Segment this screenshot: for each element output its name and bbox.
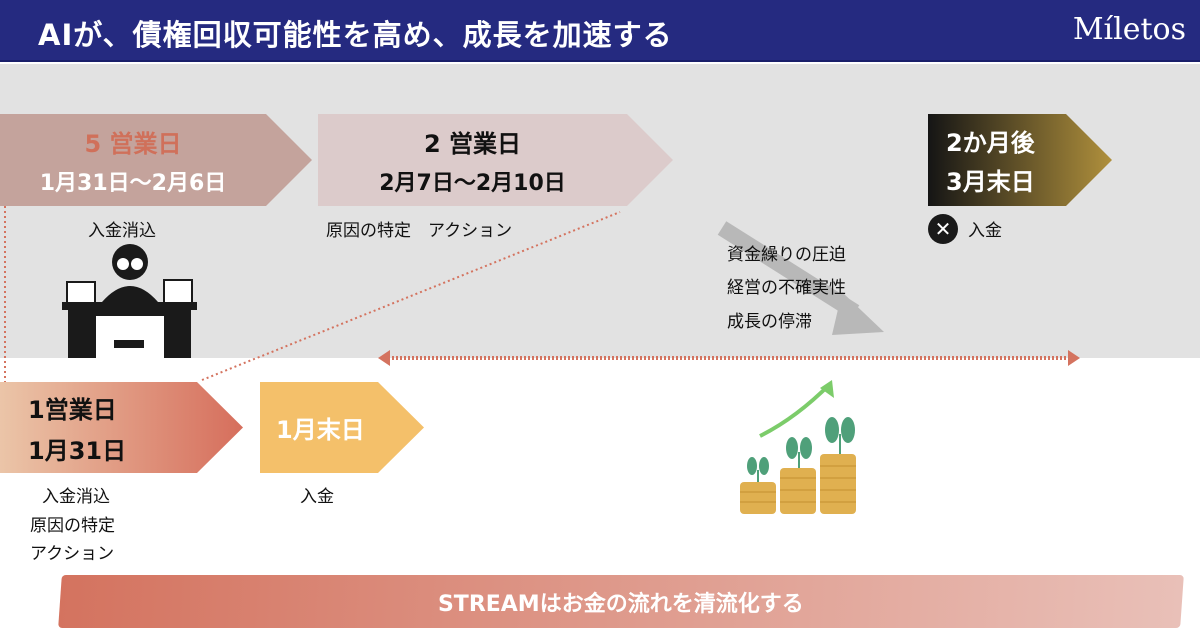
stream-label: 原因の特定: [30, 516, 115, 536]
current-process-area: [0, 64, 1200, 358]
step-chevron-2days: 2 営業日 2月7日～2月10日: [318, 114, 673, 206]
cross-icon: ✕: [928, 214, 958, 244]
step-chevron-5days: 5 営業日 1月31日～2月6日: [0, 114, 312, 206]
step-days: 1営業日: [28, 395, 117, 424]
step-days: 2 営業日: [423, 129, 522, 158]
step-dates: 1月31日～2月6日: [39, 170, 227, 196]
step-days: 5 営業日: [84, 129, 182, 158]
step-label: 入金消込: [88, 221, 156, 241]
banner-text: STREAMはお金の流れを清流化する: [438, 591, 804, 617]
growing-coins-icon: [740, 380, 856, 514]
stream-label: アクション: [30, 544, 115, 564]
stream-banner: STREAMはお金の流れを清流化する: [58, 575, 1184, 628]
busy-worker-desk-icon: [62, 244, 197, 358]
step-dates: 2月7日～2月10日: [379, 170, 566, 196]
step-label: 原因の特定 アクション: [326, 221, 513, 241]
dotted-connector-diagonal: [201, 211, 621, 381]
step-dates: 1月末日: [276, 416, 365, 444]
logo: Míletos: [1072, 12, 1186, 47]
stream-label: 入金消込: [42, 487, 110, 507]
step-dates: 3月末日: [946, 168, 1035, 196]
effect-text: 資金繰りの圧迫: [727, 245, 846, 265]
step-dates: 1月31日: [28, 436, 127, 465]
step-label: 入金: [968, 221, 1002, 241]
page-title: AIが、債権回収可能性を高め、成長を加速する: [38, 18, 673, 52]
effect-text: 経営の不確実性: [727, 278, 846, 298]
time-gap-double-arrow-icon: [378, 350, 1080, 366]
stream-label: 入金: [300, 487, 334, 507]
effect-text: 成長の停滞: [727, 312, 812, 332]
stream-step-chevron-1day: 1営業日 1月31日: [0, 382, 243, 473]
down-trend-arrow-icon: [717, 221, 884, 335]
header: AIが、債権回収可能性を高め、成長を加速する Míletos: [0, 0, 1200, 62]
step-days: 2か月後: [946, 129, 1035, 157]
